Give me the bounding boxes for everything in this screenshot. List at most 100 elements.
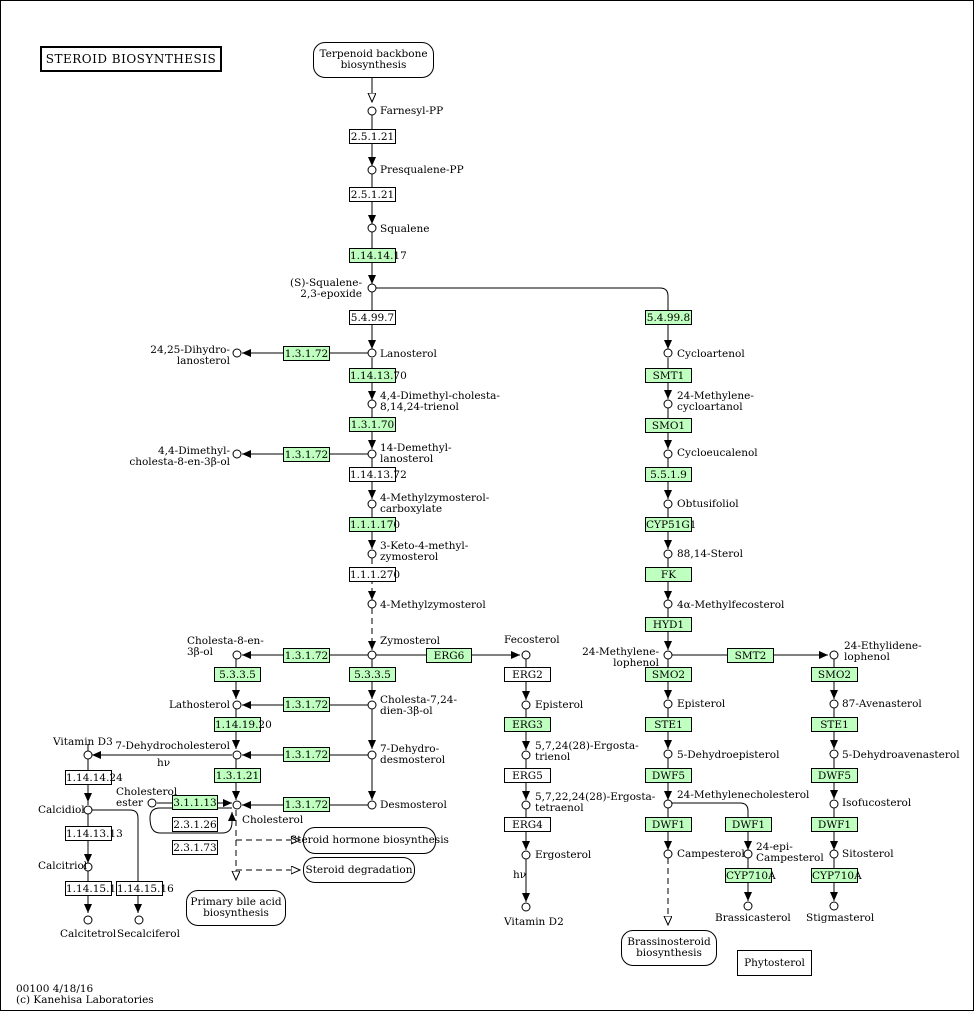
enzyme-1-3-1-21[interactable]: 1.3.1.21: [214, 768, 261, 783]
compound-label[interactable]: Cholesterol: [242, 814, 304, 826]
map-steroid-degradation[interactable]: Steroid degradation: [303, 857, 415, 883]
compound-label[interactable]: 4α-Methylfecosterol: [677, 599, 785, 611]
compound-label[interactable]: 4,4-Dimethyl- cholesta-8-en-3β-ol: [129, 445, 230, 468]
compound-label[interactable]: 4-Methylzymosterol: [380, 599, 486, 611]
compound-label[interactable]: Stigmasterol: [806, 912, 875, 924]
compound-label[interactable]: 5-Dehydroavenasterol: [842, 749, 960, 761]
compound-label[interactable]: Vitamin D3: [53, 736, 113, 748]
enzyme-ste1[interactable]: STE1: [645, 717, 692, 732]
enzyme-5-3-3-5[interactable]: 5.3.3.5: [214, 667, 261, 682]
enzyme-hyd1[interactable]: HYD1: [645, 617, 692, 632]
enzyme-smo1[interactable]: SMO1: [645, 418, 692, 433]
enzyme-erg3[interactable]: ERG3: [504, 717, 551, 732]
enzyme-smo2[interactable]: SMO2: [811, 667, 858, 682]
enzyme-1-3-1-72[interactable]: 1.3.1.72: [283, 447, 330, 462]
compound-label[interactable]: Vitamin D2: [504, 916, 564, 928]
enzyme-erg2[interactable]: ERG2: [504, 667, 551, 682]
enzyme-smo2[interactable]: SMO2: [645, 667, 692, 682]
compound-label[interactable]: Farnesyl-PP: [380, 105, 444, 117]
enzyme-dwf5[interactable]: DWF5: [811, 768, 858, 783]
enzyme-dwf1[interactable]: DWF1: [811, 817, 858, 832]
enzyme-cyp710a[interactable]: CYP710A: [725, 868, 776, 883]
compound-label[interactable]: Cholesterol ester: [116, 786, 178, 809]
enzyme-1-3-1-72[interactable]: 1.3.1.72: [283, 747, 330, 762]
compound-label[interactable]: 4-Methylzymosterol- carboxylate: [380, 492, 490, 515]
compound-label[interactable]: 5,7,22,24(28)-Ergosta- tetraenol: [535, 791, 656, 814]
map-terpenoid-backbone[interactable]: Terpenoid backbone biosynthesis: [313, 42, 434, 78]
enzyme-erg6[interactable]: ERG6: [426, 648, 472, 663]
enzyme-1-14-15-16[interactable]: 1.14.15.16: [65, 881, 123, 896]
compound-label[interactable]: Zymosterol: [380, 635, 441, 647]
enzyme-1-14-15-16[interactable]: 1.14.15.16: [116, 881, 174, 896]
compound-label[interactable]: Brassicasterol: [715, 912, 791, 924]
compound-label[interactable]: Cholesta-8-en- 3β-ol: [187, 635, 264, 658]
enzyme-ste1[interactable]: STE1: [811, 717, 858, 732]
compound-label[interactable]: Lanosterol: [380, 348, 437, 360]
compound-label[interactable]: Squalene: [380, 223, 430, 235]
enzyme-1-3-1-70[interactable]: 1.3.1.70: [349, 417, 396, 432]
compound-label[interactable]: 24-epi- Campesterol: [756, 841, 824, 864]
compound-label[interactable]: Isofucosterol: [842, 797, 912, 809]
compound-label[interactable]: 14-Demethyl- lanosterol: [380, 442, 452, 465]
enzyme-1-14-14-17[interactable]: 1.14.14.17: [349, 248, 407, 263]
enzyme-dwf5[interactable]: DWF5: [645, 768, 692, 783]
enzyme-5-4-99-7[interactable]: 5.4.99.7: [349, 310, 396, 325]
compound-label[interactable]: 24-Ethylidene- lophenol: [844, 640, 922, 663]
compound-label[interactable]: 88,14-Sterol: [677, 548, 743, 560]
compound-label[interactable]: Desmosterol: [380, 799, 447, 811]
enzyme-1-3-1-72[interactable]: 1.3.1.72: [283, 697, 330, 712]
enzyme-cyp51g1[interactable]: CYP51G1: [645, 517, 697, 532]
enzyme-smt2[interactable]: SMT2: [727, 648, 774, 663]
compound-label[interactable]: 24-Methylene- lophenol: [582, 646, 659, 669]
enzyme-1-14-13-13[interactable]: 1.14.13.13: [65, 826, 123, 841]
compound-label[interactable]: 4,4-Dimethyl-cholesta- 8,14,24-trienol: [380, 390, 500, 413]
compound-label[interactable]: Cycloartenol: [677, 348, 745, 360]
enzyme-2-5-1-21[interactable]: 2.5.1.21: [349, 129, 396, 144]
enzyme-1-3-1-72[interactable]: 1.3.1.72: [283, 346, 330, 361]
compound-label[interactable]: Presqualene-PP: [380, 164, 464, 176]
enzyme-1-1-1-170[interactable]: 1.1.1.170: [349, 517, 401, 532]
compound-label[interactable]: Obtusifoliol: [677, 498, 739, 510]
compound-label[interactable]: 3-Keto-4-methyl- zymosterol: [380, 540, 469, 563]
compound-label[interactable]: 5-Dehydroepisterol: [677, 749, 780, 761]
compound-label[interactable]: Cholesta-7,24- dien-3β-ol: [380, 694, 458, 717]
enzyme-1-3-1-72[interactable]: 1.3.1.72: [283, 797, 330, 812]
compound-label[interactable]: Ergosterol: [535, 849, 592, 861]
compound-label[interactable]: Calcitetrol: [60, 928, 117, 940]
compound-label[interactable]: Secalciferol: [117, 928, 180, 940]
compound-label[interactable]: Campesterol: [677, 848, 745, 860]
enzyme-1-14-14-24[interactable]: 1.14.14.24: [65, 770, 123, 785]
enzyme-cyp710a[interactable]: CYP710A: [811, 868, 862, 883]
enzyme-dwf1[interactable]: DWF1: [645, 817, 692, 832]
enzyme-1-14-13-70[interactable]: 1.14.13.70: [349, 368, 407, 383]
enzyme-5-5-1-9[interactable]: 5.5.1.9: [645, 467, 692, 482]
compound-label[interactable]: Cycloeucalenol: [677, 447, 758, 459]
compound-label[interactable]: Fecosterol: [504, 634, 560, 646]
compound-label[interactable]: Calcitriol: [38, 860, 88, 872]
enzyme-fk[interactable]: FK: [645, 567, 692, 582]
compound-label[interactable]: Calcidiol: [38, 804, 85, 816]
compound-label[interactable]: 5,7,24(28)-Ergosta- trienol: [535, 740, 639, 763]
enzyme-1-3-1-72[interactable]: 1.3.1.72: [283, 648, 330, 663]
enzyme-2-3-1-73[interactable]: 2.3.1.73: [172, 840, 218, 855]
enzyme-dwf1[interactable]: DWF1: [725, 817, 772, 832]
compound-label[interactable]: 24-Methylene- cycloartanol: [677, 390, 754, 413]
compound-label[interactable]: Lathosterol: [168, 699, 230, 711]
enzyme-5-3-3-5[interactable]: 5.3.3.5: [349, 667, 396, 682]
compound-label[interactable]: 24,25-Dihydro- lanosterol: [150, 344, 230, 367]
enzyme-erg4[interactable]: ERG4: [504, 817, 551, 832]
enzyme-1-1-1-270[interactable]: 1.1.1.270: [349, 567, 401, 582]
enzyme-1-14-13-72[interactable]: 1.14.13.72: [349, 467, 407, 482]
enzyme-3-1-1-13[interactable]: 3.1.1.13: [172, 795, 218, 810]
compound-label[interactable]: Sitosterol: [842, 848, 894, 860]
enzyme-1-14-19-20[interactable]: 1.14.19.20: [214, 717, 272, 732]
enzyme-erg5[interactable]: ERG5: [504, 768, 551, 783]
map-bile-acid[interactable]: Primary bile acid biosynthesis: [186, 890, 286, 926]
compound-label[interactable]: 87-Avenasterol: [842, 698, 922, 710]
compound-label[interactable]: Episterol: [535, 699, 584, 711]
enzyme-2-5-1-21[interactable]: 2.5.1.21: [349, 187, 396, 202]
compound-label[interactable]: 7-Dehydrocholesterol: [115, 740, 230, 752]
compound-label[interactable]: (S)-Squalene- 2,3-epoxide: [290, 277, 362, 300]
compound-label[interactable]: 24-Methylenecholesterol: [677, 789, 810, 801]
compound-label[interactable]: Episterol: [677, 698, 726, 710]
